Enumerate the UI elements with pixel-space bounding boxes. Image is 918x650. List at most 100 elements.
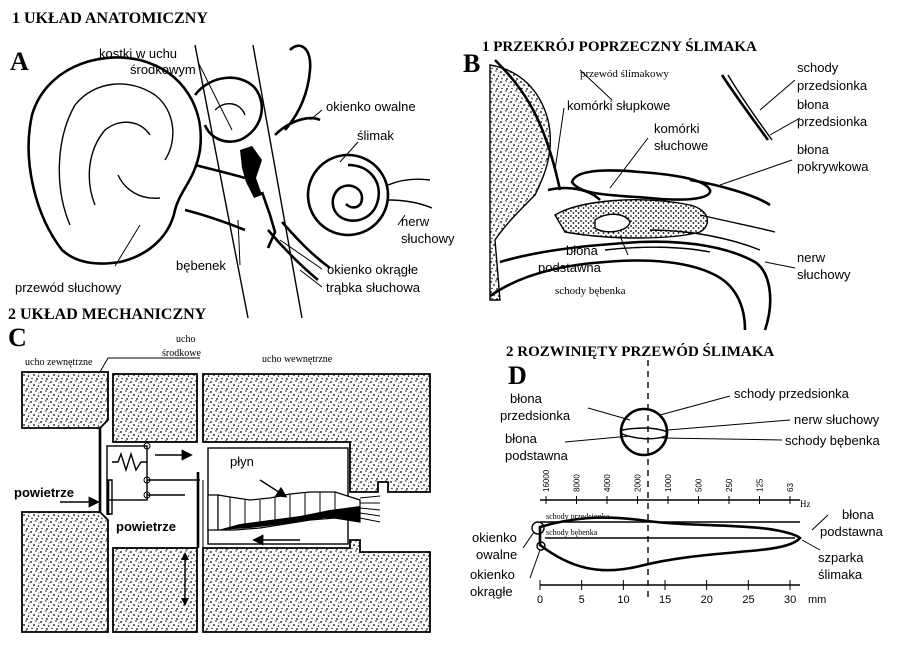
- label-vestibuli-d: schody przedsionka: [734, 386, 850, 401]
- mm-tick-label: 0: [537, 594, 543, 606]
- freq-tick-label: 2000: [634, 474, 643, 492]
- label-air-center: powietrze: [116, 519, 176, 534]
- eustachian-tube: [267, 221, 331, 281]
- label-tympani-b: schody bębenka: [555, 285, 626, 297]
- label-oval-d-1: okienko: [472, 530, 517, 545]
- label-basilar-d2-1: błona: [842, 507, 875, 522]
- freq-tick-label: 1000: [664, 474, 673, 492]
- label-fluid: płyn: [230, 454, 254, 469]
- label-round-d-1: okienko: [470, 567, 515, 582]
- label-nerve-a-1: nerw: [401, 214, 430, 229]
- section-d-labels-top: błona przedsionka schody przedsionka ner…: [500, 386, 880, 463]
- mm-tick-label: 25: [742, 594, 754, 606]
- section-c-heading: 2 UKŁAD MECHANICZNY: [8, 306, 207, 323]
- label-ossicles-1: kostki w uchu: [99, 46, 177, 61]
- mechanical-outer-blocks: [21, 371, 109, 633]
- cochlea-section-bone: [489, 59, 773, 331]
- label-basilar-d-1: błona: [505, 431, 538, 446]
- label-vestibuli-b-2: przedsionka: [797, 78, 868, 93]
- label-nerve-b-2: słuchowy: [797, 267, 851, 282]
- label-basilar-d-2: podstawna: [505, 448, 569, 463]
- label-round-window: okienko okrągłe: [327, 262, 418, 277]
- freq-tick-label: 8000: [573, 474, 582, 492]
- label-eustachian: trąbka słuchowa: [326, 280, 421, 295]
- inner-label-tympani: schody bębenka: [546, 528, 598, 537]
- label-oval-window: okienko owalne: [326, 99, 416, 114]
- ear-canal: [184, 163, 246, 232]
- section-a-heading: 1 UKŁAD ANATOMICZNY: [12, 10, 208, 27]
- freq-tick-label: 4000: [603, 474, 612, 492]
- section-b-labels: przewód ślimakowy schody przedsionka kom…: [538, 60, 869, 297]
- mechanical-middle-blocks: [112, 373, 198, 633]
- label-tectorial-1: błona: [797, 142, 830, 157]
- label-reissner-d-1: błona: [510, 391, 543, 406]
- label-ear-canal: przewód słuchowy: [15, 280, 122, 295]
- label-cochlear-duct: przewód ślimakowy: [580, 68, 669, 80]
- label-ossicles-2: środkowym: [130, 62, 196, 77]
- label-vestibuli-b-1: schody: [797, 60, 839, 75]
- mm-tick-label: 5: [579, 594, 585, 606]
- inner-label-vestibuli: schody przedsionka: [546, 512, 610, 521]
- label-hair-cells-2: słuchowe: [654, 138, 708, 153]
- section-a-letter: A: [10, 47, 29, 76]
- label-middle-ear-2: środkowe: [162, 348, 201, 359]
- freq-tick-label: 250: [725, 478, 734, 492]
- label-nerve-a-2: słuchowy: [401, 231, 455, 246]
- arrows-and-air: [60, 480, 204, 606]
- mm-scale: mm 0 5 10 15 20 25 30: [537, 580, 826, 606]
- mm-tick-label: 30: [784, 594, 796, 606]
- fluid-chamber: [207, 447, 381, 546]
- label-round-d-2: okrągłe: [470, 584, 513, 599]
- label-eardrum: bębenek: [176, 258, 226, 273]
- label-reissner-d-2: przedsionka: [500, 408, 571, 423]
- label-basilar-b-1: błona: [566, 243, 599, 258]
- mechanical-inner-blocks: [202, 373, 431, 633]
- label-reissner-b-1: błona: [797, 97, 830, 112]
- section-b-cross-section: 1 PRZEKRÓJ POPRZECZNY ŚLIMAKA B: [463, 38, 869, 331]
- mm-tick-label: 15: [659, 594, 671, 606]
- section-d-labels-bottom: błona podstawna szparka ślimaka okienko …: [470, 507, 884, 599]
- label-helicotrema-2: ślimaka: [818, 567, 863, 582]
- freq-tick-label: 16000: [542, 469, 551, 492]
- freq-tick-label: 125: [756, 478, 765, 492]
- section-divider-lines: [194, 44, 303, 319]
- mm-tick-label: 10: [617, 594, 629, 606]
- mm-tick-label: 20: [701, 594, 713, 606]
- cochlea-spiral: [306, 153, 433, 237]
- label-basilar-d2-2: podstawna: [820, 524, 884, 539]
- section-d-unrolled: 2 ROZWINIĘTY PRZEWÓD ŚLIMAKA D błona prz…: [470, 343, 884, 606]
- label-basilar-b-2: podstawna: [538, 260, 602, 275]
- label-reissner-b-2: przedsionka: [797, 114, 868, 129]
- section-b-heading: 1 PRZEKRÓJ POPRZECZNY ŚLIMAKA: [482, 38, 757, 55]
- section-c-letter: C: [8, 323, 27, 352]
- mechanical-linkage: [106, 442, 200, 548]
- hz-unit: Hz: [800, 499, 811, 509]
- section-c-labels: powietrze powietrze płyn: [14, 454, 254, 534]
- label-tympani-d: schody bębenka: [785, 433, 880, 448]
- label-air-left: powietrze: [14, 485, 74, 500]
- label-inner-ear: ucho wewnętrzne: [262, 354, 333, 365]
- duct-cross-section: [619, 360, 669, 600]
- label-hair-cells-1: komórki: [654, 121, 700, 136]
- section-b-letter: B: [463, 49, 480, 78]
- label-tectorial-2: pokrywkowa: [797, 159, 869, 174]
- organ-of-corti: [547, 169, 776, 253]
- section-d-heading: 2 ROZWINIĘTY PRZEWÓD ŚLIMAKA: [506, 343, 774, 360]
- label-pillar-cells: komórki słupkowe: [567, 98, 670, 113]
- section-c-header-labels: ucho zewnętrzne ucho środkowe ucho wewnę…: [25, 334, 333, 373]
- label-helicotrema-1: szparka: [818, 550, 864, 565]
- section-d-letter: D: [508, 361, 527, 390]
- freq-tick-label: 500: [695, 478, 704, 492]
- section-a-anatomy: 1 UKŁAD ANATOMICZNY A: [10, 10, 455, 319]
- unrolled-duct: schody przedsionka schody bębenka: [531, 512, 802, 572]
- section-d-leaders-bottom: [522, 514, 829, 579]
- label-cochlea: ślimak: [357, 128, 394, 143]
- section-a-labels: kostki w uchu środkowym okienko owalne ś…: [15, 46, 455, 295]
- label-oval-d-2: owalne: [476, 547, 517, 562]
- mm-unit: mm: [808, 594, 826, 606]
- outer-ear-pinna: [27, 56, 203, 265]
- section-c-mechanical: 2 UKŁAD MECHANICZNY C ucho zewnętrzne uc…: [8, 306, 431, 633]
- label-middle-ear-1: ucho: [176, 334, 195, 345]
